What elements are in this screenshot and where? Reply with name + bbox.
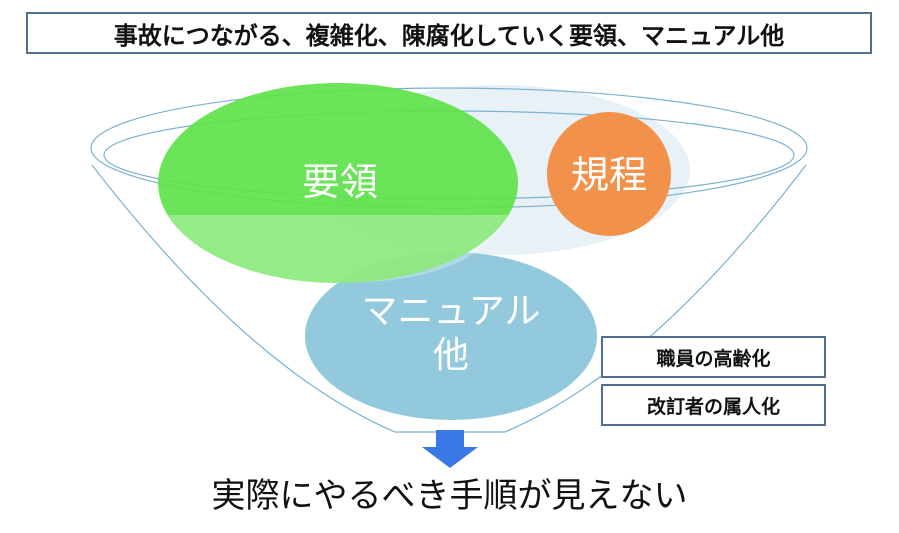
manual-label-line1: マニュアル	[362, 291, 541, 332]
youryou-circle-lower-tint	[168, 215, 508, 283]
manual-label-line2: 他	[433, 335, 469, 376]
cause-box-personalization: 改訂者の属人化	[601, 384, 826, 426]
kitei-circle	[547, 112, 671, 236]
youryou-label: 要領	[302, 160, 378, 204]
title-box: 事故につながる、複雑化、陳腐化していく要領、マニュアル他	[26, 12, 872, 54]
result-text: 実際にやるべき手順が見えない	[211, 476, 688, 516]
youryou-circle	[158, 83, 518, 283]
down-arrow-icon	[422, 430, 478, 468]
kitei-label: 規程	[571, 153, 647, 197]
cause-box-aging: 職員の高齢化	[601, 336, 826, 378]
cause-text-personalization: 改訂者の属人化	[646, 395, 780, 418]
cause-text-aging: 職員の高齢化	[656, 347, 771, 370]
manual-circle	[305, 252, 597, 420]
title-text: 事故につながる、複雑化、陳腐化していく要領、マニュアル他	[113, 21, 785, 50]
